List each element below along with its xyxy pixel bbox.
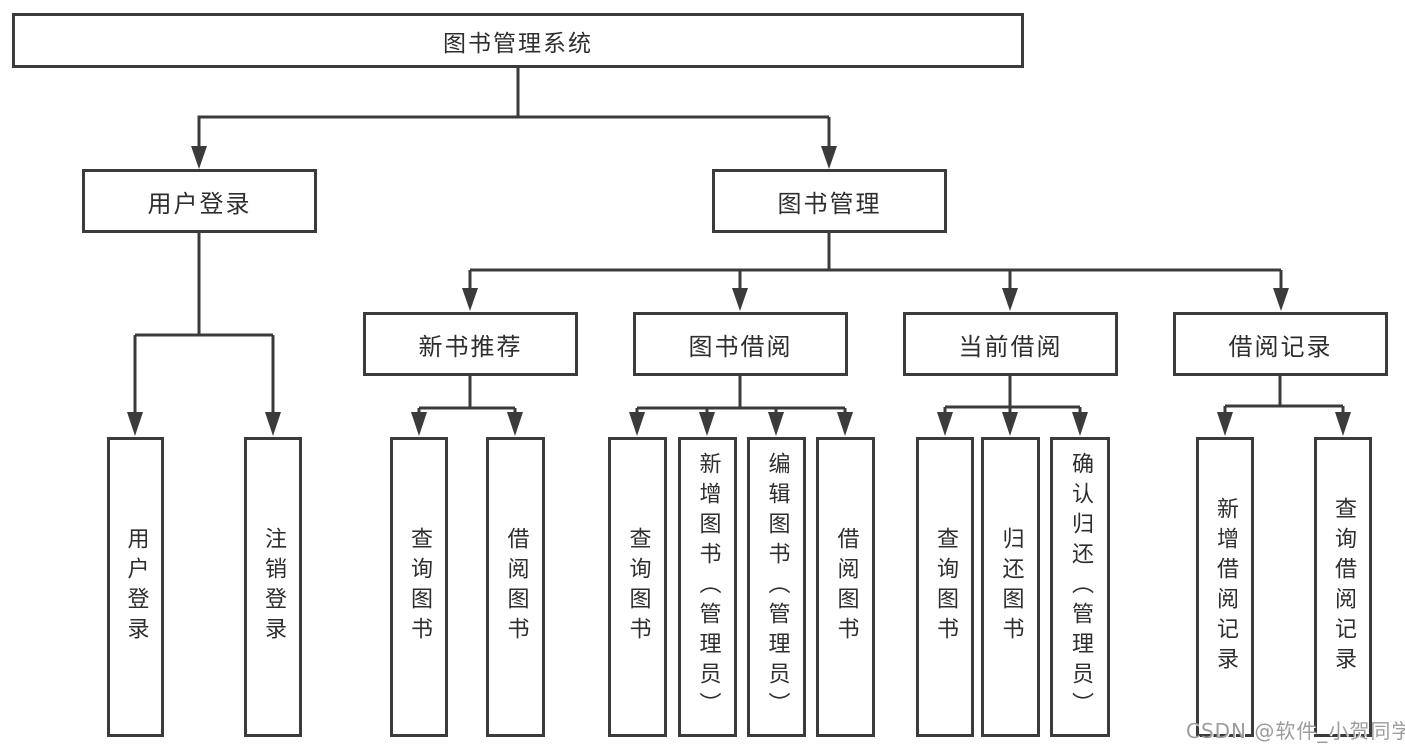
leaf-user-login: 用户登录 (107, 437, 164, 737)
leaf-add-borrow-record-label: 新增借阅记录 (1213, 497, 1238, 677)
leaf-query-books-borrowing: 查询图书 (608, 437, 667, 737)
node-library-management-system: 图书管理系统 (12, 13, 1024, 68)
leaf-query-borrow-record: 查询借阅记录 (1314, 437, 1372, 737)
node-borrow-records: 借阅记录 (1173, 312, 1388, 376)
leaf-edit-books-admin-label: 编辑图书（管理员） (764, 452, 790, 722)
leaf-borrow-books: 借阅图书 (816, 437, 875, 737)
leaf-add-books-admin: 新增图书（管理员） (678, 437, 737, 737)
connector-user-login-to-leaves (127, 233, 281, 436)
leaf-add-books-admin-label: 新增图书（管理员） (695, 452, 721, 722)
leaf-return-books: 归还图书 (981, 437, 1040, 737)
connector-new-book-recommend-to-leaves (411, 376, 523, 436)
node-new-book-recommend: 新书推荐 (363, 312, 578, 376)
node-book-management-label: 图书管理 (777, 189, 882, 218)
leaf-edit-books-admin: 编辑图书（管理员） (747, 437, 806, 737)
node-book-borrowing-label: 图书借阅 (688, 332, 793, 361)
leaf-confirm-return-admin-label: 确认归还（管理员） (1068, 452, 1093, 722)
connector-current-borrowing-to-leaves (937, 376, 1088, 436)
node-new-book-recommend-label: 新书推荐 (418, 332, 523, 361)
node-current-borrowing: 当前借阅 (903, 312, 1118, 376)
connector-book-borrowing-to-leaves (629, 376, 853, 436)
connector-root-to-level2 (191, 68, 837, 169)
leaf-logout: 注销登录 (244, 437, 302, 737)
leaf-query-borrow-record-label: 查询借阅记录 (1331, 497, 1356, 677)
leaf-logout-label: 注销登录 (261, 527, 286, 647)
node-current-borrowing-label: 当前借阅 (958, 332, 1063, 361)
leaf-add-borrow-record: 新增借阅记录 (1196, 437, 1254, 737)
leaf-confirm-return-admin: 确认归还（管理员） (1050, 437, 1110, 737)
leaf-query-books-current-label: 查询图书 (933, 527, 958, 647)
leaf-borrow-books-recommend-label: 借阅图书 (503, 527, 529, 647)
node-library-management-system-label: 图书管理系统 (443, 30, 593, 57)
leaf-return-books-label: 归还图书 (998, 527, 1024, 647)
node-user-login: 用户登录 (82, 169, 317, 233)
leaf-user-login-label: 用户登录 (123, 527, 149, 647)
leaf-query-books-borrowing-label: 查询图书 (625, 527, 651, 647)
node-user-login-label: 用户登录 (147, 189, 252, 218)
csdn-watermark: CSDN @软件_小贺同学 (1186, 719, 1405, 743)
leaf-borrow-books-label: 借阅图书 (833, 527, 859, 647)
node-book-borrowing: 图书借阅 (633, 312, 848, 376)
node-borrow-records-label: 借阅记录 (1228, 332, 1333, 361)
node-book-management: 图书管理 (712, 169, 947, 233)
leaf-query-books-current: 查询图书 (916, 437, 974, 737)
connector-book-management-to-level3 (462, 233, 1289, 311)
leaf-query-books-recommend: 查询图书 (390, 437, 448, 737)
leaf-borrow-books-recommend: 借阅图书 (486, 437, 545, 737)
leaf-query-books-recommend-label: 查询图书 (407, 527, 432, 647)
connector-borrow-records-to-leaves (1217, 376, 1351, 436)
